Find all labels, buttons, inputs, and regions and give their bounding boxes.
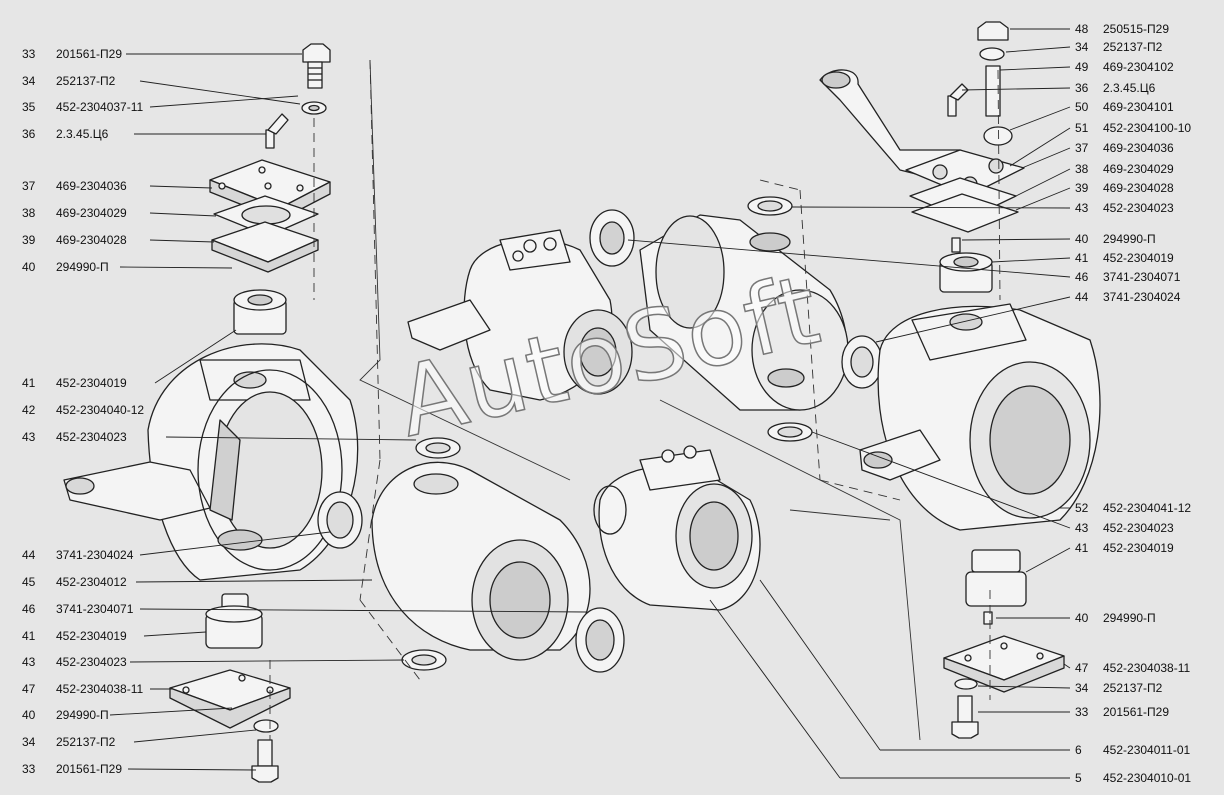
left-axle-housing: [371, 461, 591, 661]
right-steering-knuckle: [859, 303, 1101, 531]
left-lower-bolt: [251, 739, 279, 783]
right-lower-pin: [983, 611, 993, 625]
assembly-axes: [269, 59, 1001, 740]
left-upper-bushing: [233, 289, 287, 335]
left-steering-knuckle: [63, 343, 359, 581]
right-stud: [985, 65, 1001, 117]
right-shim: [911, 193, 1019, 233]
right-lower-bushing: [965, 549, 1027, 607]
right-upper-bushing: [939, 252, 993, 293]
right-pin: [951, 237, 961, 253]
center-bottom-knuckle: [598, 445, 761, 611]
right-grease-fitting: [947, 83, 969, 117]
right-lower-washer: [954, 678, 978, 690]
right-cone-bushing: [983, 126, 1013, 146]
assembly-lines: [359, 59, 921, 741]
left-grease-fitting: [265, 113, 289, 149]
right-lower-bolt: [951, 695, 979, 739]
center-top-knuckle: [407, 229, 633, 401]
left-lower-washer: [253, 719, 279, 733]
left-lower-bushing: [205, 593, 263, 649]
right-top-nut: [977, 21, 1009, 41]
center-bottom-seal: [593, 485, 627, 535]
right-top-washer: [979, 47, 1005, 61]
leader-lines: [109, 28, 1071, 779]
left-top-bolt: [302, 43, 331, 89]
